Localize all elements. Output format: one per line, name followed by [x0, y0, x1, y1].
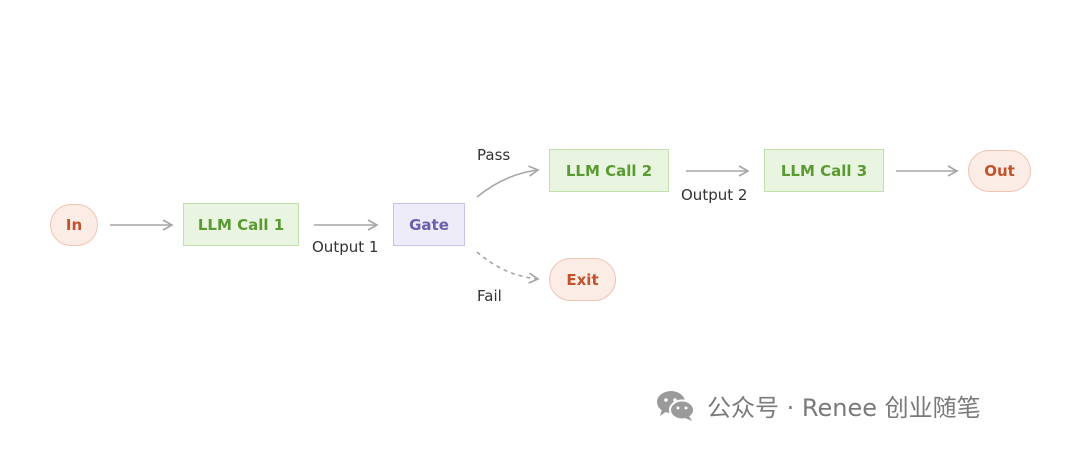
node-llm-call-2: LLM Call 2	[549, 149, 669, 192]
watermark-text: 公众号 · Renee 创业随笔	[707, 394, 981, 422]
watermark: 公众号 · Renee 创业随笔	[655, 388, 981, 423]
edge-label-output-2: Output 2	[681, 186, 748, 204]
arrow-gate-to-exit	[476, 251, 540, 284]
node-out: Out	[968, 150, 1031, 192]
arrow-gate-to-llm2	[476, 165, 540, 198]
node-exit: Exit	[549, 258, 616, 301]
node-gate: Gate	[393, 203, 465, 246]
node-llm-call-1: LLM Call 1	[183, 203, 299, 246]
edge-label-output-1: Output 1	[312, 238, 379, 256]
node-llm-call-3: LLM Call 3	[764, 149, 884, 192]
edge-label-fail: Fail	[477, 287, 502, 305]
node-in: In	[50, 204, 98, 246]
wechat-icon	[657, 390, 695, 421]
edge-label-pass: Pass	[477, 146, 511, 164]
